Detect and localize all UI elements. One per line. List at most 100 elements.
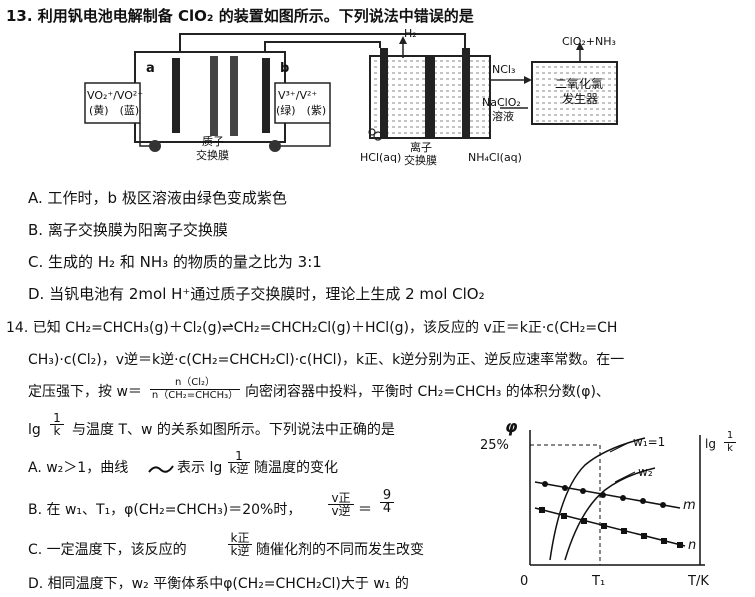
curve-w2 [564,467,656,561]
ion-membrane-label: 离子 [410,141,432,154]
n-point [641,533,647,539]
n-point [581,518,587,524]
right-tank [274,82,331,124]
line-n [534,507,686,547]
lg-axis-den: k [724,442,736,455]
naclo2-label: NaClO₂ [482,96,521,109]
m-point [660,502,666,508]
m-point [600,492,606,498]
m-point [620,495,626,501]
opt-b-fraction: v正 v逆 [328,492,354,517]
clo2-generator [531,61,618,125]
lg-den: k [50,424,64,437]
q13-option-c: C. 生成的 H₂ 和 NH₃ 的物质的量之比为 3:1 [28,253,322,271]
opt-b-fraction-2: 9 4 [380,488,394,515]
line-m [534,481,681,509]
m-point [542,481,548,487]
right-tank-label: V³⁺/V²⁺ [278,89,318,102]
ion-membrane-label-2: 交换膜 [404,154,437,167]
q14-option-a-end: 随温度的变化 [254,460,338,476]
electrode-a-label: a [146,61,155,76]
q14-option-d: D. 相同温度下，w₂ 平衡体系中φ(CH₂=CHCH₂Cl)大于 w₁ 的 [28,576,409,592]
wire-a [179,33,466,53]
origin-label: 0 [520,574,529,589]
q14-line2: CH₃)·c(Cl₂)，v逆＝k逆·c(CH₂=CHCH₂Cl)·c(HCl)，… [28,352,625,368]
electrode-b-label: b [280,61,290,76]
t1-label: T₁ [592,574,606,589]
proton-membrane-label-2: 交换膜 [196,149,229,162]
n-point [539,507,545,513]
q13-option-b: B. 离子交换膜为阳离子交换膜 [28,221,228,239]
curve-symbol-icon [148,465,174,473]
h2-arrow-icon [399,36,407,44]
generator-label-2: 发生器 [562,92,599,106]
q14-option-b-start: B. 在 w₁、T₁，φ(CH₂=CHCH₃)＝20%时， [28,502,302,518]
opt-a-den: k逆 [228,462,250,476]
w1-label: w₁=1 [633,435,666,449]
line-m-points [542,481,666,508]
lg-fraction: 1 k [50,412,64,437]
m-point [580,488,586,494]
q13-option-d: D. 当钒电池有 2mol H⁺通过质子交换膜时，理论上生成 2 mol ClO… [28,285,485,303]
wire-b [264,41,381,53]
opt-b-den2: 4 [380,502,394,515]
opt-b-num: v正 [331,491,351,505]
q13-apparatus-figure [84,33,618,152]
curve-w1 [549,437,646,561]
q14-line4-lg: lg [28,422,41,438]
opt-b-den: v逆 [328,504,354,517]
proton-membrane [210,56,218,136]
lg-axis-label: lg [705,437,716,451]
q14-graph [529,430,705,566]
proton-membrane-2 [230,56,238,136]
nh4cl-label: NH₄Cl(aq) [468,151,522,164]
opt-c-den: k逆 [228,544,252,557]
w-numerator: n（Cl₂） [174,377,216,388]
q14-option-a-start: A. w₂＞1，曲线 [28,460,129,476]
pump-right-icon [269,140,281,152]
right-tank-colors: (绿) (紫) [276,104,327,117]
q14-option-c-end: 随催化剂的不同而发生改变 [256,542,424,558]
q14-option-a-mid: 表示 lg [177,460,223,476]
left-tank-colors: (黄) (蓝) [89,104,140,117]
n-point [561,513,567,519]
m-point [640,498,646,504]
n-point [601,523,607,529]
opt-b-equals: ＝ [358,502,372,518]
naclo2-label-2: 溶液 [492,110,514,123]
left-tank-label: VO₂⁺/VO²⁺ [87,89,144,102]
h2-label: H₂ [404,27,417,40]
q14-line4-end: 与温度 T、w 的关系如图所示。下列说法中正确的是 [72,422,395,438]
anode [462,48,470,138]
opt-c-num: k正 [230,531,250,545]
left-tank [84,82,141,124]
w-denominator: n（CH₂=CHCH₃） [150,389,240,401]
n-point [677,542,683,548]
m-point [562,485,568,491]
product-label: ClO₂+NH₃ [562,35,616,48]
lg-axis-num: 1 [726,430,734,441]
opt-b-num2: 9 [382,488,392,503]
pump-left-icon [149,140,161,152]
w-fraction: n（Cl₂） n（CH₂=CHCH₃） [150,377,240,402]
ion-membrane [425,56,435,138]
opt-c-fraction: k正 k逆 [228,532,252,557]
tk-label: T/K [688,574,709,589]
m-label: m [683,498,696,513]
proton-membrane-label: 质子 [202,135,224,148]
q13-option-a: A. 工作时，b 极区溶液由绿色变成紫色 [28,189,287,207]
q13-stem: 13. 利用钒电池电解制备 ClO₂ 的装置如图所示。下列说法中错误的是 [6,7,474,25]
lg-axis-fraction: 1 k [724,430,736,455]
n-label: n [688,538,697,553]
line-n-points [539,507,683,548]
electrode-a [172,58,180,133]
ncl3-label: NCl₃ [492,63,516,76]
hcl-label: HCl(aq) [360,151,402,164]
generator-label: 二氧化氯 [555,77,604,91]
ncl3-arrow-icon [524,76,532,84]
pct-label: 25% [480,438,509,453]
w2-label: w₂ [638,465,653,479]
q14-line1: 14. 已知 CH₂=CHCH₃(g)＋Cl₂(g)⇌CH₂=CHCH₂Cl(g… [6,320,618,336]
product-arrow-icon [576,42,584,50]
